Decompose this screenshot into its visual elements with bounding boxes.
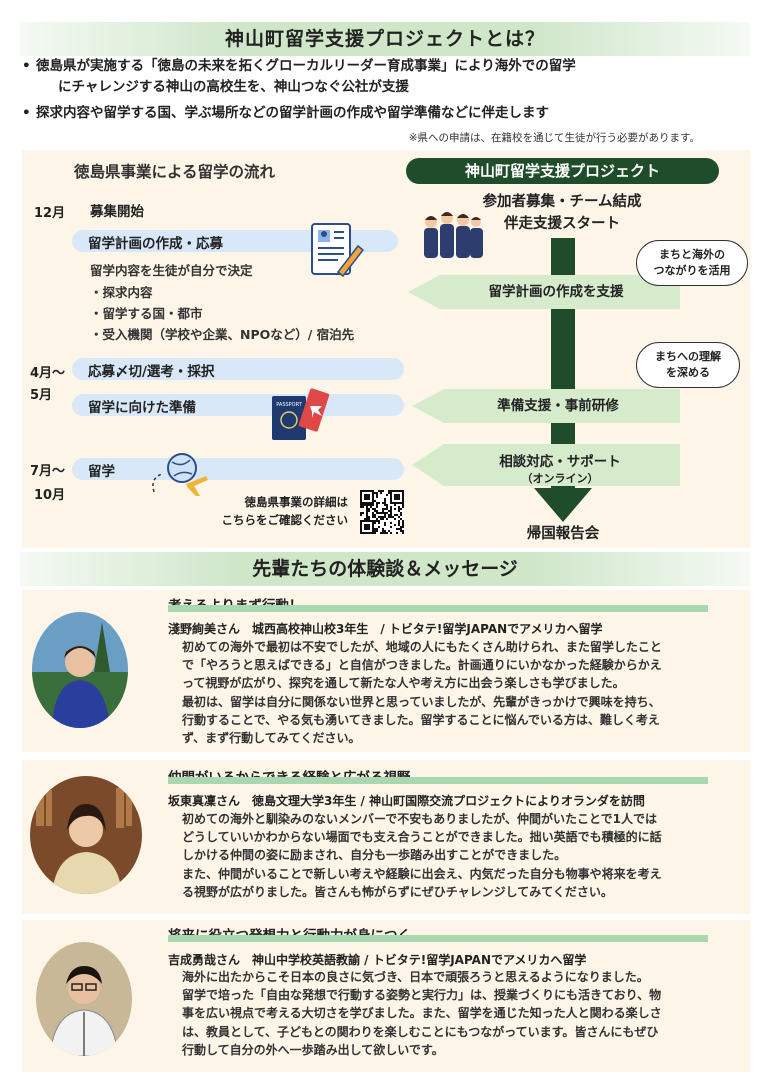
study-bar — [72, 458, 404, 480]
r-prep: 準備支援・事前研修 — [497, 398, 619, 414]
card-1-line: で「やろうと思えばできる」と自信がつきました。計画通りにいかなかった経験からかえ — [182, 658, 662, 673]
bullet-1-cont: にチャレンジする神山の高校生を、神山つなぐ公社が支援 — [58, 79, 409, 95]
card-3-line: 留学で培った「自由な発想で行動する姿勢と実行力」は、授業づくりにも活きており、物 — [182, 988, 662, 1003]
card-2-underline — [168, 777, 708, 784]
card-3-line: 行動して自分の外へ一歩踏み出して欲しいです。 — [182, 1042, 444, 1057]
testimonial-card-3 — [22, 920, 750, 1072]
card-1-line: 初めての海外で最初は不安でしたが、地域の人にもたくさん助けられ、また留学したこと — [182, 640, 662, 654]
passport-label: PASSPORT — [276, 402, 303, 408]
plan-item-3: ・受入機関（学校や企業、NPOなど）/ 宿泊先 — [90, 327, 355, 342]
qr-code[interactable] — [360, 490, 404, 538]
bubble-1-line-2: つながりを活用 — [653, 264, 731, 277]
card-3-line: 事を広い視点で考える大切さを学びました。また、留学を通じた知った人と関わる楽しさ — [182, 1006, 662, 1021]
card-3-line: は、教員として、子どもとの関わりを楽しむことにもつながっています。皆さんにもぜひ — [182, 1024, 659, 1039]
deadline: 応募〆切/選考・採択 — [88, 364, 215, 380]
r-start-1: 参加者募集・チーム結成 — [482, 194, 642, 210]
card-1-line: ず、まず行動してみてください。 — [182, 731, 361, 746]
card-2-line: どうしていいかわからない場面でも支え合うことができました。拙い英語でも積極的に話 — [182, 830, 662, 845]
section2-band: 先輩たちの体験談＆メッセージ — [20, 552, 750, 586]
portrait-photo-2 — [30, 776, 142, 894]
month-may: 5月 — [30, 388, 53, 403]
r-consult: 相談対応・サポート — [499, 454, 621, 470]
main-title: 神山町留学支援プロジェクトとは？ — [224, 28, 545, 50]
r-online: （オンライン） — [521, 472, 599, 485]
card-3-name: 吉成勇哉さん 神山中学校英語教諭 / トビタテ!留学JAPANでアメリカへ留学 — [168, 953, 587, 967]
card-1-line: って視野が広がり、探究を通して新たな人や考え方に出会う楽しさも学びました。 — [182, 676, 625, 691]
portrait-photo-1 — [32, 612, 128, 728]
deadline-bar — [72, 358, 404, 380]
flow-right-title: 神山町留学支援プロジェクト — [406, 158, 719, 184]
card-1-name: 淺野絢美さん 城西高校神山校3年生 / トビタテ!留学JAPANでアメリカへ留学 — [168, 622, 603, 636]
r-plan-tag: 留学計画の作成を支援 — [408, 275, 680, 309]
testimonial-card-1 — [22, 590, 750, 752]
card-3-body: 海外に出たからこそ日本の良さに気づき、日本で頑張ろうと思えるようになりました。 … — [182, 968, 742, 1059]
plan-detail-head: 留学内容を生徒が自分で決定 — [90, 263, 253, 278]
plan-apply: 留学計画の作成・応募 — [88, 236, 223, 252]
plan-item-1: ・探求内容 — [90, 285, 153, 300]
month-apr: 4月〜 — [30, 366, 66, 381]
globe-plane-icon — [148, 448, 210, 506]
card-2-line: 初めての海外と馴染みのないメンバーで不安もありましたが、仲間がいたことで1人では — [182, 812, 658, 826]
r-start-2: 伴走支援スタート — [504, 216, 620, 232]
month-dec: 12月 — [34, 206, 66, 221]
bubble-2: まちへの理解 を深める — [636, 342, 740, 388]
r-prep-tag: 準備支援・事前研修 — [412, 389, 680, 423]
bullet-1: 徳島県が実施する「徳島の未来を拓くグローカルリーダー育成事業」により海外での留学 — [22, 56, 736, 77]
card-2-body: 初めての海外と馴染みのないメンバーで不安もありましたが、仲間がいたことで1人では… — [182, 810, 742, 901]
r-consult-tag — [412, 444, 680, 486]
flow-arrow-head — [534, 488, 592, 522]
section2-title: 先輩たちの体験談＆メッセージ — [252, 558, 518, 580]
card-3-line: 海外に出たからこそ日本の良さに気づき、日本で頑張ろうと思えるようになりました。 — [182, 970, 649, 984]
card-1-body: 初めての海外で最初は不安でしたが、地域の人にもたくさん助けられ、また留学したこと… — [182, 638, 742, 747]
card-2-line: また、仲間がいることで新しい考えや経験に出会え、内気だった自分も物事や将来を考え — [182, 866, 662, 881]
main-title-band: 神山町留学支援プロジェクトとは？ — [20, 22, 750, 56]
document-pen-icon — [310, 222, 365, 282]
bubble-2-line-2: を深める — [666, 366, 710, 379]
plan-item-2: ・留学する国・都市 — [90, 306, 203, 321]
bubble-1: まちと海外の つながりを活用 — [636, 240, 748, 286]
flow-left-title: 徳島県事業による留学の流れ — [74, 163, 276, 181]
month-oct: 10月 — [34, 488, 66, 503]
card-1-line: 行動することで、やる気も湧いてきました。留学することに悩んでいる方は、難しく考え — [182, 712, 660, 727]
study: 留学 — [88, 464, 115, 480]
application-note: ※県への申請は、在籍校を通じて生徒が行う必要があります。 — [408, 132, 700, 144]
students-illustration — [420, 210, 486, 266]
card-2-name: 坂東真凜さん 徳島文理大学3年生 / 神山町国際交流プロジェクトによりオランダを… — [168, 794, 645, 808]
testimonial-card-2 — [22, 760, 750, 914]
card-3-underline — [168, 935, 708, 942]
card-2-line: しかける仲間の姿に励まされ、自分も一歩踏み出すことができました。 — [182, 848, 567, 863]
passport-icon: PASSPORT — [270, 386, 336, 446]
r-report: 帰国報告会 — [526, 526, 600, 542]
month-jul: 7月〜 — [30, 464, 66, 479]
recruit-start: 募集開始 — [90, 204, 144, 220]
prep: 留学に向けた準備 — [88, 400, 196, 416]
card-2-line: る視野が広がりました。皆さんも怖がらずにぜひチャレンジしてみてください。 — [182, 884, 613, 899]
portrait-photo-3 — [36, 942, 132, 1056]
bubble-1-line-1: まちと海外の — [659, 248, 725, 261]
r-plan: 留学計画の作成を支援 — [488, 284, 624, 300]
bubble-2-line-1: まちへの理解 — [655, 350, 721, 363]
details-note-1: 徳島県事業の詳細は — [244, 495, 349, 509]
card-1-underline — [168, 605, 708, 612]
card-1-line: 最初は、留学は自分に関係ない世界と思っていましたが、先輩がきっかけで興味を持ち、 — [182, 694, 661, 709]
bullet-2: 探求内容や留学する国、学ぶ場所などの留学計画の作成や留学準備などに伴走します — [22, 103, 736, 124]
details-note-2: こちらをご確認ください — [221, 513, 349, 527]
